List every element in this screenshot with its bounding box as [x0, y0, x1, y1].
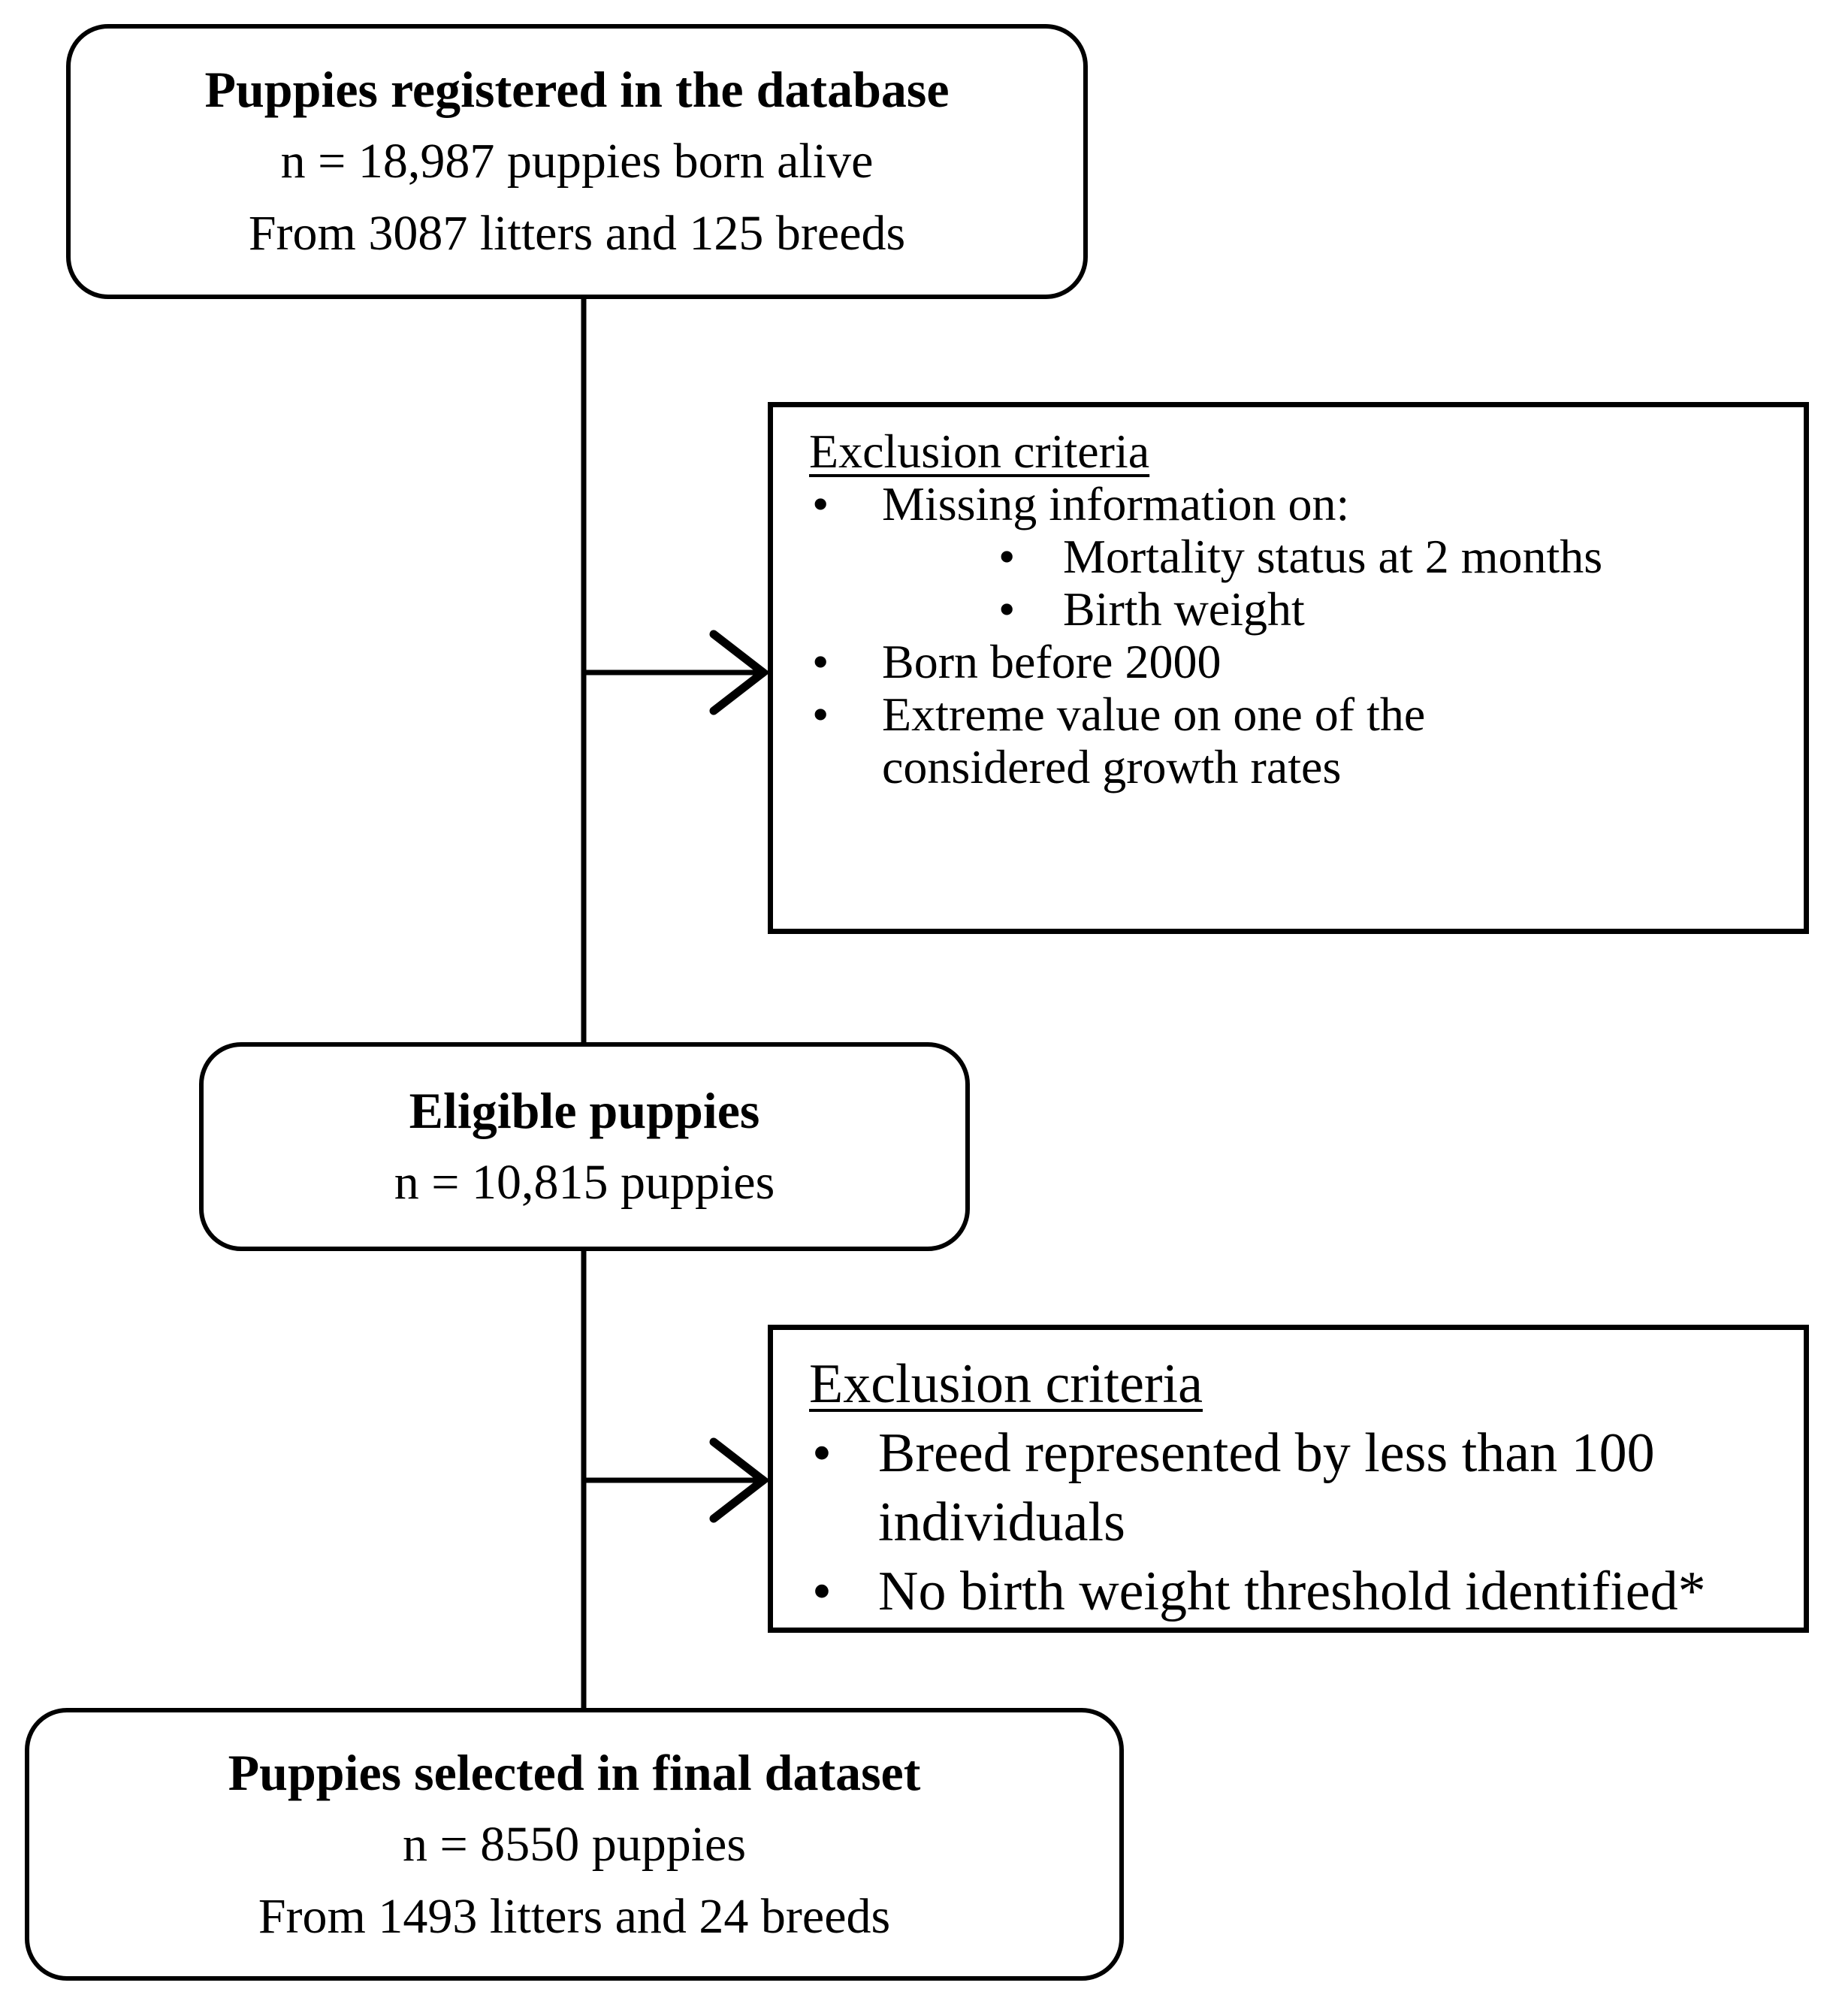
bullet-icon: •: [812, 1561, 832, 1622]
arrow-to-exclusion-1-head: [709, 630, 770, 715]
node-final-dataset: Puppies selected in final dataset n = 85…: [25, 1708, 1124, 1981]
bullet-icon: •: [998, 530, 1016, 583]
list-item-text: considered growth rates: [882, 740, 1342, 793]
list-subitem: • Birth weight: [809, 583, 1789, 636]
exclusion-heading-text: Exclusion criteria: [809, 1353, 1203, 1415]
list-item: • Missing information on:: [809, 478, 1789, 530]
node-exclusion-criteria-2: Exclusion criteria • Breed represented b…: [768, 1325, 1809, 1633]
list-item-text: Missing information on:: [882, 477, 1350, 530]
bullet-icon: •: [812, 1422, 832, 1484]
node-title: Puppies registered in the database: [204, 61, 950, 118]
list-item-text: Born before 2000: [882, 635, 1221, 688]
node-eligible-puppies: Eligible puppies n = 10,815 puppies: [199, 1042, 970, 1251]
node-title: Eligible puppies: [409, 1082, 760, 1139]
list-item: • Extreme value on one of the considered…: [809, 688, 1789, 793]
exclusion-heading-text: Exclusion criteria: [809, 425, 1150, 478]
list-item-text: Mortality status at 2 months: [1063, 530, 1603, 583]
node-count-line: n = 8550 puppies: [402, 1816, 747, 1872]
list-item-text: Extreme value on one of the: [882, 688, 1426, 741]
node-title: Puppies selected in final dataset: [228, 1743, 921, 1801]
list-item: • No birth weight threshold identified*: [809, 1557, 1789, 1626]
node-detail-line: From 3087 litters and 125 breeds: [248, 206, 906, 261]
exclusion-heading: Exclusion criteria: [809, 425, 1789, 478]
node-count-line: n = 18,987 puppies born alive: [280, 134, 874, 189]
exclusion-heading: Exclusion criteria: [809, 1350, 1789, 1419]
node-count-line: n = 10,815 puppies: [394, 1155, 775, 1210]
bullet-icon: •: [812, 688, 829, 741]
list-item: • Breed represented by less than 100 ind…: [809, 1419, 1789, 1557]
list-item: • Born before 2000: [809, 636, 1789, 688]
bullet-icon: •: [812, 477, 829, 530]
list-subitem: • Mortality status at 2 months: [809, 530, 1789, 583]
bullet-icon: •: [812, 635, 829, 688]
arrow-to-exclusion-2-head: [709, 1437, 770, 1523]
list-item-text: Birth weight: [1063, 582, 1305, 636]
list-item-text: Breed represented by less than 100: [878, 1422, 1655, 1484]
node-exclusion-criteria-1: Exclusion criteria • Missing information…: [768, 402, 1809, 934]
node-puppies-registered: Puppies registered in the database n = 1…: [66, 24, 1088, 299]
list-item-text: No birth weight threshold identified*: [878, 1561, 1706, 1622]
list-item-text: individuals: [878, 1492, 1125, 1553]
node-detail-line: From 1493 litters and 24 breeds: [258, 1888, 891, 1944]
bullet-icon: •: [998, 582, 1016, 636]
